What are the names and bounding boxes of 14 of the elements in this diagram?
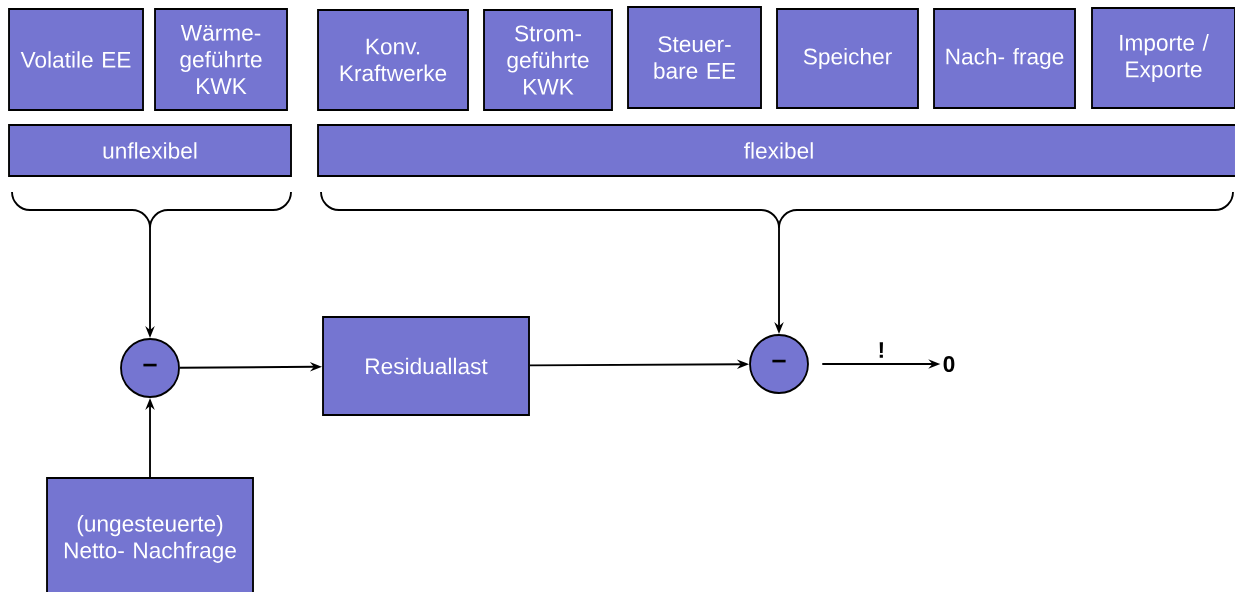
process-box: Steuer- bare EE <box>627 6 762 109</box>
process-box: Konv. Kraftwerke <box>317 9 469 111</box>
result-value: 0 <box>943 355 955 373</box>
process-box: Strom- geführte KWK <box>483 9 613 111</box>
category-bar: unflexibel <box>8 124 292 177</box>
process-box: Residuallast <box>322 316 530 416</box>
process-box: Speicher <box>776 8 919 109</box>
process-box: Importe / Exporte <box>1091 7 1235 109</box>
category-bar: flexibel <box>317 124 1235 177</box>
process-box: (ungesteuerte) Netto- Nachfrage <box>46 477 254 592</box>
process-box: Wärme- geführte KWK <box>154 8 288 111</box>
process-box: Volatile EE <box>8 8 144 111</box>
process-box: Nach- frage <box>933 8 1076 109</box>
edge-label: ! <box>876 340 887 360</box>
